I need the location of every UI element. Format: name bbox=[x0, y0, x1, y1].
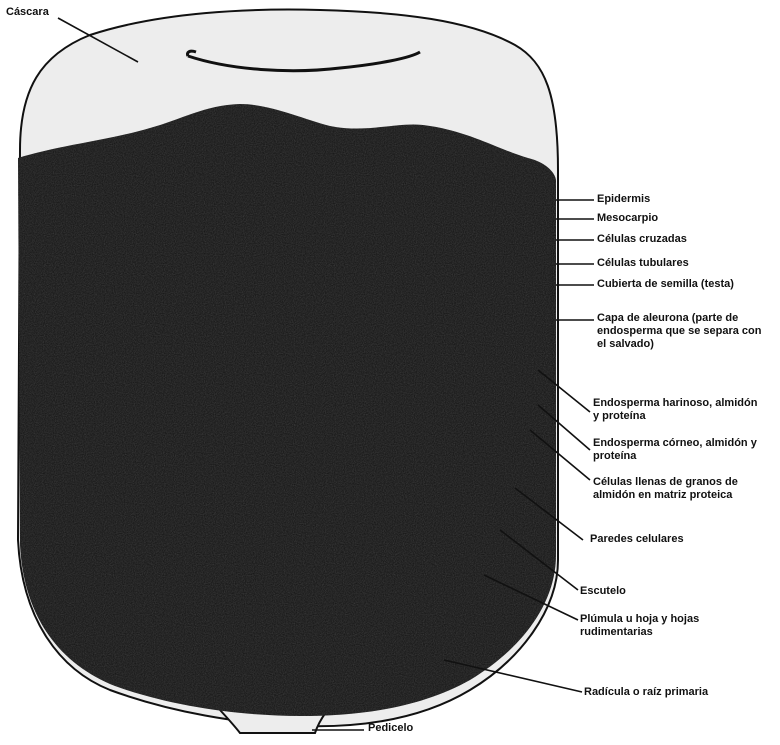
label-pedicel: Pedicelo bbox=[368, 722, 413, 735]
label-horny-endosperm: Endosperma córneo, almidón y proteína bbox=[593, 437, 763, 463]
label-mesocarp: Mesocarpio bbox=[597, 212, 772, 225]
label-hull: Cáscara bbox=[6, 6, 49, 19]
label-seed-coat: Cubierta de semilla (testa) bbox=[597, 278, 772, 291]
label-radicle: Radícula o raíz primaria bbox=[584, 686, 764, 699]
label-floury-endosperm: Endosperma harinoso, almidón y proteína bbox=[593, 397, 763, 423]
label-aleurone: Capa de aleurona (parte de endosperma qu… bbox=[597, 312, 769, 351]
kernel-texture bbox=[18, 104, 556, 716]
label-cell-walls: Paredes celulares bbox=[590, 533, 760, 546]
label-epidermis: Epidermis bbox=[597, 193, 772, 206]
label-tube-cells: Células tubulares bbox=[597, 257, 772, 270]
label-scutellum: Escutelo bbox=[580, 585, 750, 598]
label-cross-cells: Células cruzadas bbox=[597, 233, 772, 246]
label-plumule: Plúmula u hoja y hojas rudimentarias bbox=[580, 613, 750, 639]
label-starch-cells: Células llenas de granos de almidón en m… bbox=[593, 476, 771, 502]
